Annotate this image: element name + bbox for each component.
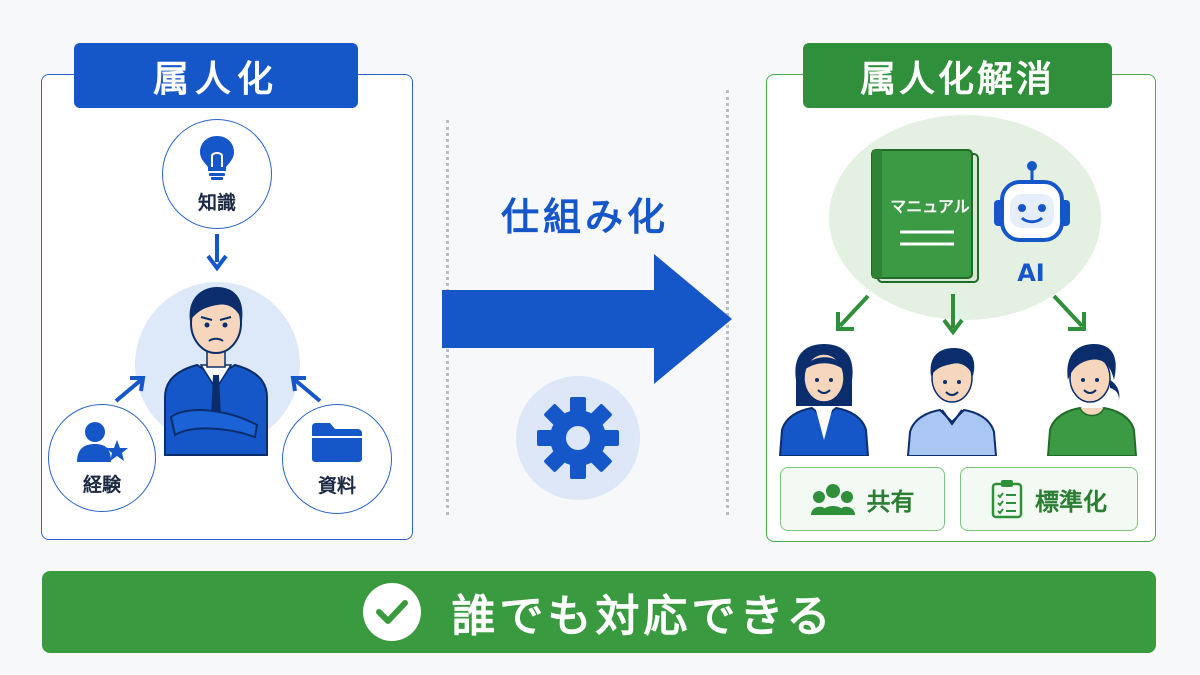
standardize-label: 標準化 [1035,487,1107,516]
knowledge-label: 知識 [197,191,236,214]
folder-icon [312,422,362,462]
person-star-icon [77,421,128,462]
businessman-icon [164,287,268,456]
big-arrow-right-icon [442,254,732,384]
footer-message: 誰でも対応できる [451,591,835,642]
arrow-up-right-icon [114,376,146,403]
right-panel-title: 属人化解消 [803,43,1112,108]
arrow-down-green-icon [942,294,964,336]
share-label: 共有 [866,487,915,516]
knowledge-circle: 知識 [162,119,272,229]
group-icon [810,484,855,515]
checklist-icon [991,480,1023,519]
arrow-down-icon [206,234,228,272]
materials-circle: 資料 [282,404,392,514]
woman-green-icon [1046,344,1138,456]
left-panel-title: 属人化 [74,43,358,108]
lightbulb-icon [200,135,234,180]
ai-label: AI [1017,259,1045,287]
share-tag: 共有 [780,467,945,531]
arrow-down-left-icon [836,294,870,331]
robot-icon [994,161,1070,242]
arrow-up-left-icon [290,376,322,403]
experience-label: 経験 [82,473,121,496]
gear-icon [537,397,619,479]
woman-suit-icon [778,344,870,456]
systematize-label: 仕組み化 [500,195,669,239]
standardize-tag: 標準化 [960,467,1138,531]
materials-label: 資料 [317,474,356,497]
man-shirt-icon [906,348,998,456]
manual-book-icon [871,149,979,283]
check-circle-icon [363,583,422,641]
footer-banner: 誰でも対応できる [42,571,1156,653]
arrow-down-right-icon [1052,294,1086,331]
manual-label: マニュアル [890,197,970,216]
divider-right [726,90,729,515]
experience-circle: 経験 [48,404,156,512]
